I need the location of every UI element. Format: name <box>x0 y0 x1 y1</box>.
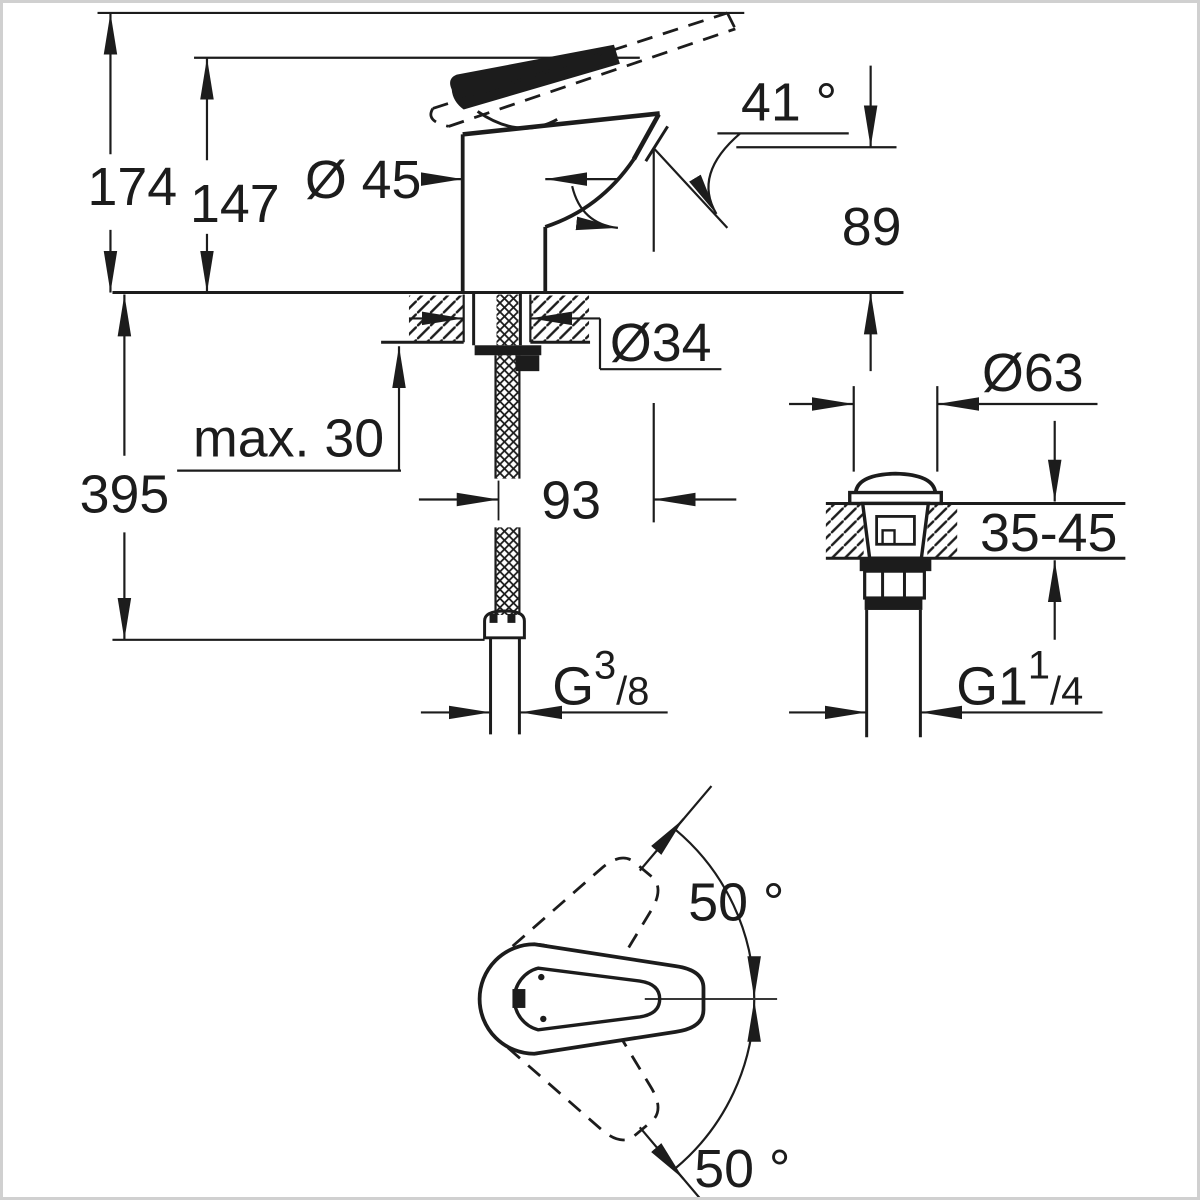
waste-outline <box>825 471 1126 738</box>
spout-top-line <box>462 111 660 137</box>
lever-blade <box>450 44 620 110</box>
handle-lever-outline <box>512 966 662 1032</box>
angle-arc <box>674 999 761 1169</box>
thread-numerator: 3 <box>594 644 616 688</box>
dim-overall-height: 174 <box>88 11 745 293</box>
thread-denominator: /4 <box>1050 669 1083 713</box>
waste-seal-ring <box>859 558 932 572</box>
dim-swivel-lower: 50 ° <box>638 999 790 1197</box>
waste-tail-pipe <box>865 609 922 738</box>
handle-slot-mark <box>512 989 526 1008</box>
outlet-height-label: 89 <box>842 197 902 257</box>
waste-view: Ø63 35-45 G11/4 <box>789 343 1126 738</box>
waste-cap-dome <box>853 471 938 493</box>
dim-outlet-height: 89 <box>842 65 902 372</box>
thread-prefix: G <box>552 656 594 716</box>
dim-swivel-upper: 50 ° <box>638 785 784 999</box>
lever-angle-label: 41 ° <box>741 72 837 132</box>
horseshoe-washer <box>474 345 542 356</box>
waste-clamp-detail <box>881 529 896 546</box>
dim-hose-length: 395 <box>80 294 485 641</box>
hole-diameter-label: Ø34 <box>610 313 712 373</box>
top-view: 50 ° 50 ° <box>477 785 790 1197</box>
thread-prefix: G1 <box>956 656 1028 716</box>
threaded-shank <box>472 292 522 346</box>
supply-tail-pipe <box>489 637 521 735</box>
thread-denominator: /8 <box>616 669 649 713</box>
water-flow-arrow <box>571 185 619 231</box>
dim-basin-thickness: 35-45 <box>980 420 1117 640</box>
swivel-lower-label: 50 ° <box>694 1139 790 1197</box>
ext-lines <box>852 386 939 472</box>
swivel-upper-label: 50 ° <box>688 872 784 932</box>
lever-height-label: 147 <box>190 174 280 234</box>
deck-thickness-label: max. 30 <box>193 409 384 469</box>
handle-rotated-up-dashed <box>478 856 660 1056</box>
hose-length-label: 395 <box>80 464 170 524</box>
basin-thickness-label: 35-45 <box>980 503 1117 563</box>
hose-nut-detail-left <box>489 613 498 623</box>
faucet-outline <box>429 11 737 293</box>
angle-arc <box>689 132 742 215</box>
handle-dot-upper <box>538 973 545 981</box>
dim-supply-thread: G3/8 <box>420 644 668 720</box>
leader <box>598 318 722 371</box>
aerator-inner-line <box>644 125 669 162</box>
dim-spout-reach: 93 <box>418 470 737 530</box>
leader <box>177 346 401 472</box>
dim-lever-height: 147 <box>190 56 640 293</box>
locknut-facets <box>881 571 906 599</box>
hose-nut-detail-right <box>507 613 516 623</box>
waste-locknut <box>863 569 926 600</box>
ray-arrow <box>651 1143 685 1180</box>
spout-reach-label: 93 <box>541 470 601 530</box>
aerator-face <box>631 113 661 161</box>
ray-arrow <box>651 818 685 855</box>
flex-hose-edges <box>494 355 521 615</box>
lever-dome-arc <box>476 110 558 130</box>
dim-waste-thread: G11/4 <box>789 644 1103 720</box>
underdeck-parts <box>472 292 542 735</box>
handle-rotated-down-dashed <box>478 942 660 1142</box>
main-view: 174 147 Ø 45 41 ° 89 <box>80 11 904 735</box>
thread-numerator: 1 <box>1028 644 1050 688</box>
body-diameter-label: Ø 45 <box>305 150 421 210</box>
mounting-nut <box>515 355 540 372</box>
flange-diameter-label: Ø63 <box>982 343 1084 403</box>
waste-thread-label: G11/4 <box>956 644 1083 717</box>
angle-arc <box>674 829 761 999</box>
dim-flange-diameter: Ø63 <box>789 343 1098 472</box>
overall-height-label: 174 <box>88 157 178 217</box>
waste-thread-band <box>864 598 923 610</box>
supply-thread-label: G3/8 <box>552 644 649 717</box>
spout-underside <box>544 158 636 229</box>
handle-dot-lower <box>540 1015 547 1023</box>
dim-body-diameter: Ø 45 <box>305 150 617 210</box>
dim-deck-thickness: max. 30 <box>177 346 401 472</box>
hose-end-nut <box>483 609 526 640</box>
faucet-dimension-drawing: 174 147 Ø 45 41 ° 89 <box>80 11 1126 1197</box>
